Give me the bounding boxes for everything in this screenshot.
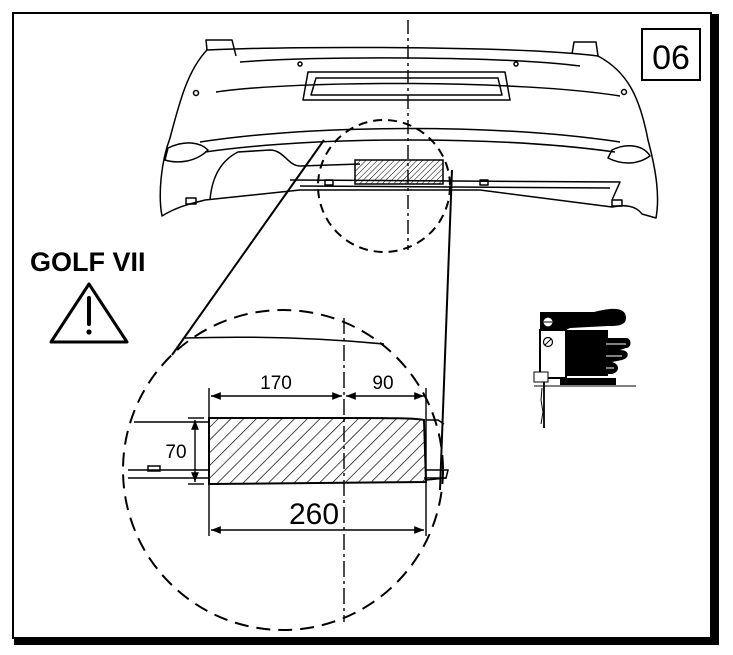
dimension-90: 90	[372, 373, 393, 394]
jigsaw-icon	[533, 308, 636, 428]
warning-triangle-icon	[49, 282, 129, 344]
dimension-260: 260	[289, 498, 339, 531]
sheet-shadow-right	[712, 14, 719, 644]
detail-leader-right	[439, 169, 453, 491]
step-number-box: 06	[641, 28, 701, 81]
model-label: GOLF VII	[30, 247, 146, 277]
step-number: 06	[652, 39, 690, 77]
dimension-lines	[188, 388, 427, 536]
cut-area-detail	[208, 417, 428, 486]
dimension-70: 70	[165, 442, 186, 463]
detail-leader-left	[171, 139, 325, 356]
sheet-shadow-bottom	[14, 639, 719, 645]
rear-bumper-drawing	[159, 39, 659, 219]
dimension-170: 170	[260, 373, 292, 394]
detail-circle-small	[317, 119, 451, 253]
cut-area-overview	[354, 159, 444, 185]
